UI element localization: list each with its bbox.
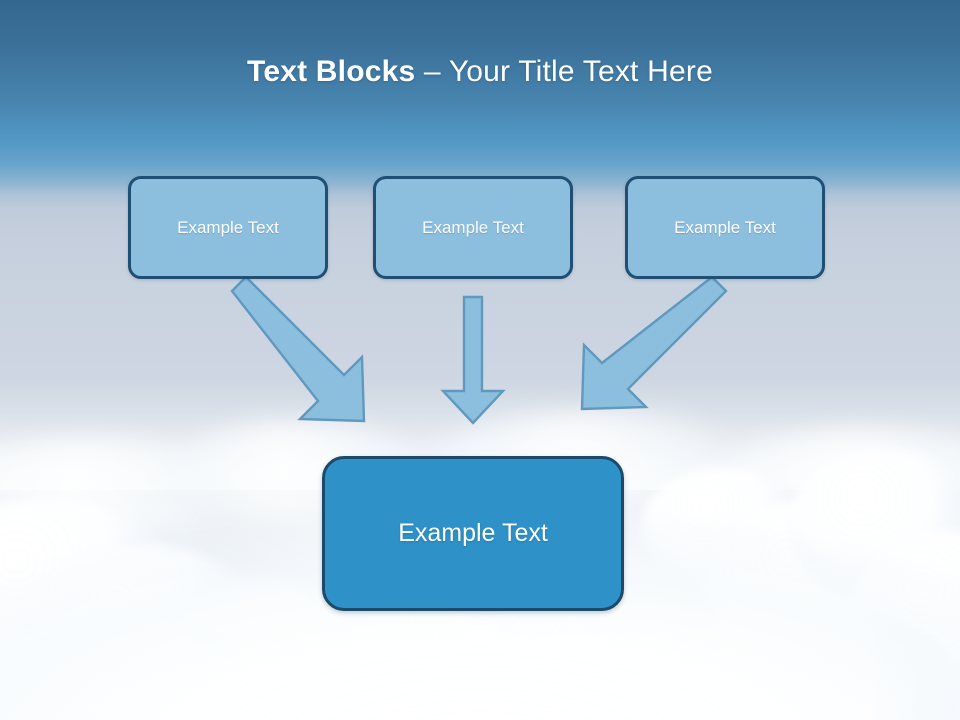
cloud-puff <box>0 438 240 568</box>
cloud-puff <box>455 640 735 720</box>
cloud-puff <box>640 468 810 588</box>
arrow-middle-straight-icon <box>440 295 506 425</box>
text-block-top-1[interactable]: Example Text <box>128 176 328 279</box>
page-title: Text Blocks – Your Title Text Here <box>0 52 960 92</box>
text-block-top-3-label: Example Text <box>674 217 776 237</box>
cloud-puff <box>20 545 270 720</box>
page-title-light: Your Title Text Here <box>448 55 713 88</box>
cloud-puff <box>0 615 280 720</box>
text-block-bottom[interactable]: Example Text <box>322 456 624 611</box>
text-block-top-3[interactable]: Example Text <box>625 176 825 279</box>
cloud-puff <box>660 605 960 720</box>
cloud-puff <box>790 450 960 600</box>
text-block-bottom-label: Example Text <box>398 519 548 547</box>
cloud-puff <box>700 500 930 680</box>
cloud-puff <box>300 615 560 720</box>
page-title-strong: Text Blocks <box>247 55 416 88</box>
page-title-separator: – <box>415 55 449 88</box>
text-block-top-2-label: Example Text <box>422 217 524 237</box>
arrow-left-diagonal-icon <box>230 275 366 423</box>
cloud-puff <box>845 530 960 720</box>
arrow-right-diagonal-icon <box>580 275 728 411</box>
cloud-puff <box>700 428 960 548</box>
text-block-top-2[interactable]: Example Text <box>373 176 573 279</box>
text-block-top-1-label: Example Text <box>177 217 279 237</box>
cloud-puff <box>0 500 190 690</box>
cloud-shadow <box>40 530 360 670</box>
